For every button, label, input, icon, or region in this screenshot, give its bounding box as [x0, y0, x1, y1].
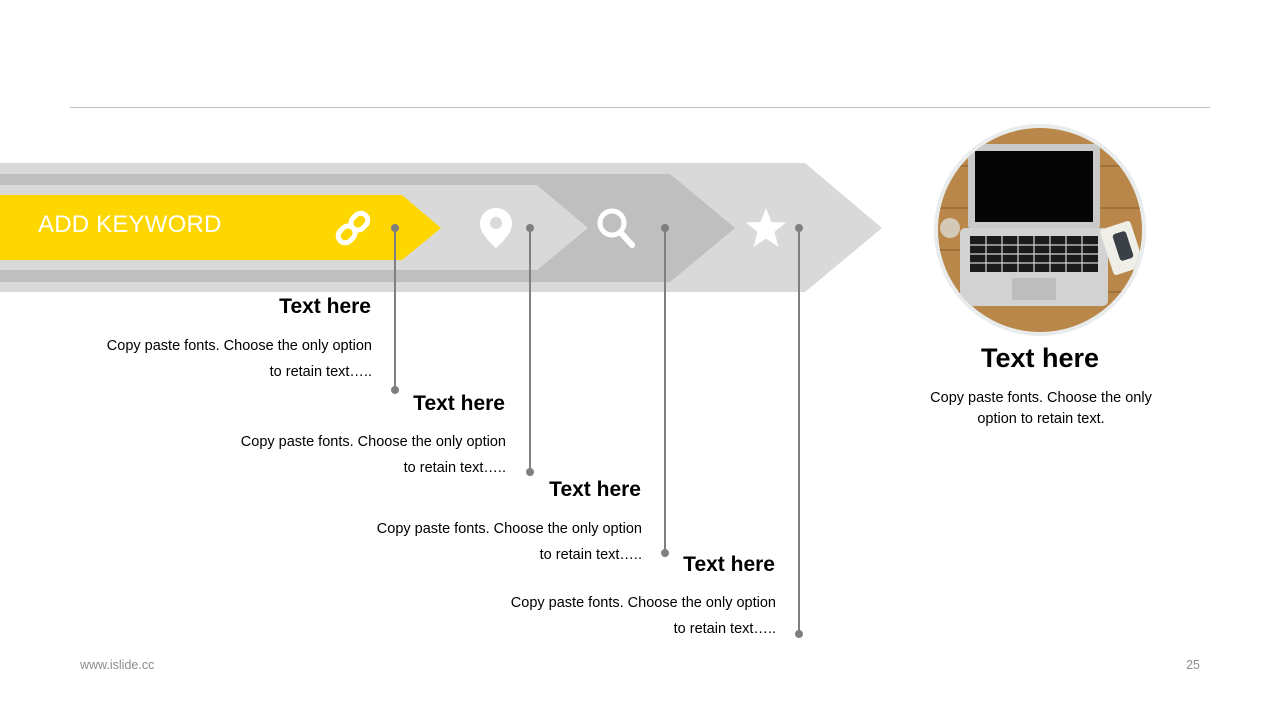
side-panel-body-line2: option to retain text.	[977, 411, 1105, 427]
side-panel-body-line1: Copy paste fonts. Choose the only	[930, 390, 1152, 406]
step-4-body-line1: Copy paste fonts. Choose the only option	[510, 595, 776, 611]
search-icon	[597, 208, 635, 248]
laptop-illustration	[938, 128, 1142, 332]
connector-2-top-dot	[526, 224, 534, 232]
connector-1	[394, 227, 396, 390]
side-panel-body: Copy paste fonts. Choose the only option…	[921, 388, 1161, 430]
step-1-body: Copy paste fonts. Choose the only option…	[72, 333, 372, 385]
page-number: 25	[1186, 658, 1200, 672]
step-4-body: Copy paste fonts. Choose the only option…	[476, 590, 776, 642]
footer-url: www.islide.cc	[80, 658, 155, 672]
connector-4-bottom-dot	[795, 630, 803, 638]
step-1-body-line1: Copy paste fonts. Choose the only option	[106, 338, 372, 354]
step-4-body-line2: to retain text…..	[673, 621, 776, 637]
laptop-photo	[934, 124, 1146, 336]
step-2-body: Copy paste fonts. Choose the only option…	[206, 429, 506, 481]
connector-4	[798, 227, 800, 634]
side-panel-title: Text here	[980, 343, 1100, 373]
keyword-arrow	[0, 195, 441, 260]
connector-4-top-dot	[795, 224, 803, 232]
top-divider	[70, 107, 1210, 108]
step-1-title: Text here	[279, 295, 371, 318]
connector-3	[664, 227, 666, 553]
connector-3-bottom-dot	[661, 549, 669, 557]
connector-1-bottom-dot	[391, 386, 399, 394]
connector-1-top-dot	[391, 224, 399, 232]
step-3-body-line2: to retain text…..	[539, 547, 642, 563]
step-2-title: Text here	[413, 392, 505, 415]
star-icon	[746, 208, 786, 247]
step-3-title: Text here	[549, 478, 641, 501]
step-3-body-line1: Copy paste fonts. Choose the only option	[376, 521, 642, 537]
step-4-title: Text here	[683, 553, 775, 576]
connector-3-top-dot	[661, 224, 669, 232]
connector-2	[529, 227, 531, 472]
step-3-body: Copy paste fonts. Choose the only option…	[342, 516, 642, 568]
step-2-body-line2: to retain text…..	[403, 460, 506, 476]
link-icon	[335, 210, 371, 246]
step-1-body-line2: to retain text…..	[269, 364, 372, 380]
location-pin-icon	[480, 208, 512, 248]
step-2-body-line1: Copy paste fonts. Choose the only option	[240, 434, 506, 450]
keyword-label: ADD KEYWORD	[38, 211, 222, 238]
connector-2-bottom-dot	[526, 468, 534, 476]
